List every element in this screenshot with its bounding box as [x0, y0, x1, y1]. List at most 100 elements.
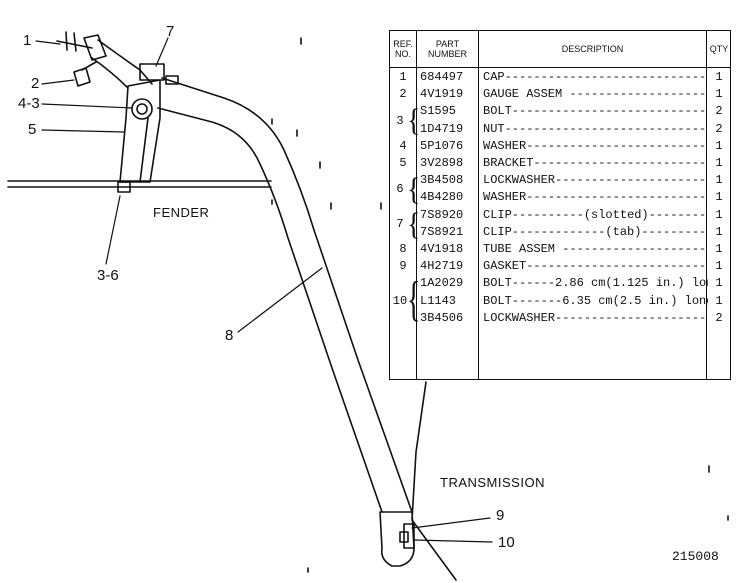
leader-10 — [413, 539, 493, 543]
leader-1 — [35, 40, 61, 45]
leader-3-6 — [105, 195, 121, 265]
qty-cell: 1 — [715, 207, 723, 222]
table-row: 3B4508 LOCKWASHER------------------------… — [390, 172, 730, 189]
part-number-cell: 5P1076 — [420, 138, 464, 153]
qty-cell: 1 — [715, 190, 723, 205]
callout-2: 2 — [31, 75, 40, 92]
group-ref-number: 10 — [392, 294, 408, 309]
header-ref: REF. NO. — [393, 39, 413, 59]
description-cell: GAUGE ASSEM ---------------------------- — [483, 87, 708, 102]
gauge-part — [73, 61, 97, 87]
description-cell: BOLT------2.86 cm(1.125 in.) long — [483, 276, 708, 291]
qty-cell: 1 — [715, 156, 723, 170]
description-cell: WASHER--------------------------------- — [483, 190, 708, 205]
callout-9: 9 — [496, 507, 505, 524]
callout-5: 5 — [28, 121, 37, 138]
part-number-cell: S1595 — [420, 104, 457, 119]
group-ref: 6 — [390, 181, 730, 198]
callout-3-6: 3-6 — [97, 267, 119, 284]
group-ref: 3 — [390, 113, 730, 130]
lower-elbow — [379, 511, 415, 567]
part-number-cell: 4V1919 — [420, 87, 464, 102]
table-row: 1D4719 NUT-------------------------------… — [390, 121, 730, 138]
qty-cell: 1 — [715, 224, 723, 239]
qty-cell: 1 — [715, 293, 723, 308]
qty-cell: 2 — [715, 310, 723, 325]
callout-4-3: 4-3 — [18, 95, 40, 112]
table-row: 1A2029 BOLT------2.86 cm(1.125 in.) long 1 — [390, 275, 730, 292]
ref-cell: 9 — [399, 259, 407, 274]
table-row: 4B4280 WASHER----------------------------… — [390, 189, 730, 206]
description-cell: CLIP-------------(tab)-------------- — [483, 224, 708, 239]
group-brace: { — [407, 273, 421, 328]
part-number-cell: 1A2029 — [420, 276, 464, 291]
qty-cell: 1 — [715, 242, 723, 256]
part-number-cell: L1143 — [420, 293, 457, 308]
ref-cell: 8 — [399, 242, 407, 256]
leader-4-3 — [41, 103, 133, 109]
header-part-number: PART NUMBER — [427, 39, 467, 59]
ref-cell: 4 — [399, 138, 407, 153]
part-number-cell: 1D4719 — [420, 121, 464, 136]
part-number-cell: 7S8921 — [420, 224, 464, 239]
description-cell: LOCKWASHER---------------------------- — [483, 310, 708, 325]
group-brace: { — [407, 171, 421, 208]
description-cell: GASKET--------------------------------- — [483, 259, 708, 274]
group-ref: 7 — [390, 216, 730, 233]
qty-cell: 1 — [715, 70, 723, 84]
qty-cell: 1 — [715, 87, 723, 102]
group-ref-number: 6 — [396, 182, 404, 197]
part-number-cell: 684497 — [420, 70, 464, 84]
cap-part — [56, 31, 107, 61]
qty-cell: 1 — [715, 173, 723, 188]
callout-7: 7 — [166, 23, 175, 40]
header-qty: QTY — [709, 44, 729, 54]
table-row: 2 4V1919 GAUGE ASSEM ---------------------… — [390, 86, 730, 103]
tube-inner-edge — [157, 107, 383, 513]
description-cell: WASHER--------------------------------- — [483, 138, 708, 153]
bolt-washer-part — [117, 98, 153, 193]
qty-cell: 2 — [715, 121, 723, 136]
table-row: 7S8920CLIP----------(slotted)-----------… — [390, 207, 730, 224]
figure-number: 215008 — [672, 549, 719, 564]
qty-cell: 2 — [715, 104, 723, 119]
description-cell: CAP------------------------------------- — [483, 70, 708, 84]
table-row: L1143 BOLT-------6.35 cm(2.5 in.) long 1 — [390, 293, 730, 310]
qty-cell: 1 — [715, 259, 723, 274]
transmission-edge — [411, 381, 457, 581]
group-brace: { — [407, 206, 421, 242]
callout-1: 1 — [23, 32, 32, 49]
bracket-part — [119, 63, 179, 183]
group-ref-number: 7 — [396, 216, 404, 231]
table-row: 7S8921 CLIP-------------(tab)------------… — [390, 224, 730, 241]
description-cell: NUT------------------------------------ — [483, 121, 708, 136]
part-number-cell: 3V2898 — [420, 156, 464, 170]
ref-cell: 2 — [399, 87, 407, 102]
part-number-cell: 7S8920 — [420, 207, 464, 222]
gasket-part — [403, 523, 415, 549]
table-row: 1 684497 CAP------------------------------… — [390, 69, 730, 86]
transmission-label: TRANSMISSION — [440, 475, 545, 490]
part-number-cell: 4V1918 — [420, 242, 464, 256]
table-row: 4 5P1076 WASHER---------------------------… — [390, 138, 730, 155]
tube-outer-edge — [161, 77, 413, 513]
leader-2 — [41, 79, 75, 85]
description-cell: TUBE ASSEM ----------------------------- — [483, 242, 708, 256]
leader-8 — [237, 267, 323, 333]
mount-bolt-part — [399, 531, 409, 543]
group-ref-number: 3 — [396, 113, 404, 128]
leader-5 — [41, 129, 125, 133]
qty-cell: 1 — [715, 276, 723, 291]
table-header: REF. NO. PART NUMBER DESCRIPTION QTY — [390, 31, 730, 68]
ref-cell: 5 — [399, 156, 407, 170]
group-brace: { — [407, 103, 421, 139]
part-number-cell: 3B4508 — [420, 173, 464, 188]
part-number-cell: 4B4280 — [420, 190, 464, 205]
description-cell: LOCKWASHER----------------------------- — [483, 173, 708, 188]
table-row: 3B4506LOCKWASHER------------------------… — [390, 310, 730, 327]
table-row: 94H2719GASKET---------------------------… — [390, 258, 730, 275]
description-cell: BOLT-------6.35 cm(2.5 in.) long — [483, 293, 708, 308]
